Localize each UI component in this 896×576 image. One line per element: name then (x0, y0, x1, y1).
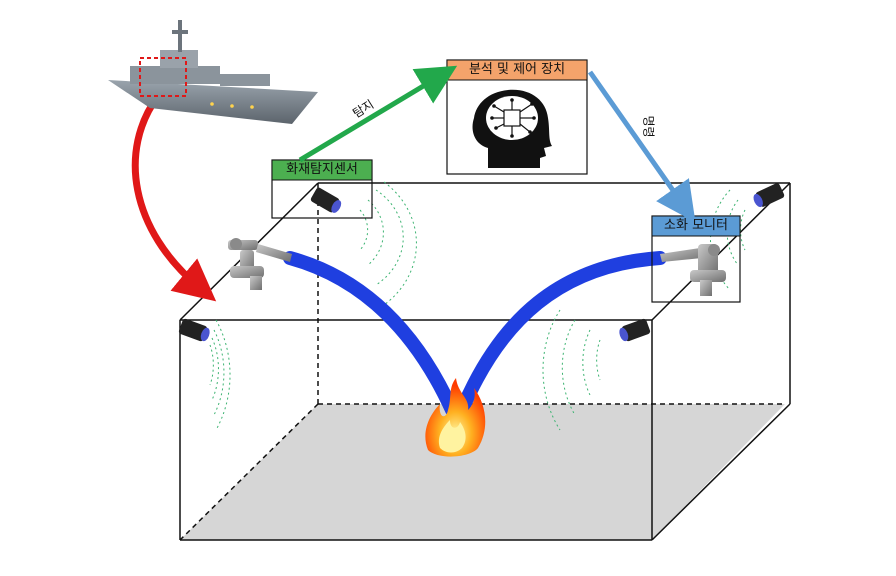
room-floor (180, 404, 785, 540)
controller-label: 분석 및 제어 장치 (468, 62, 566, 77)
water-stream-right (455, 251, 667, 417)
sensor-label-bg (271, 159, 373, 181)
brain-circuit-icon (472, 89, 552, 168)
camera-sensor-icon (178, 183, 785, 342)
ship-image (108, 20, 318, 124)
command-arrow (587, 70, 696, 223)
water-stream-left (283, 251, 459, 417)
sensor-label: 화재탐지센서 (286, 162, 358, 177)
command-arrow-label: 명령 (641, 115, 656, 138)
water-monitor-nozzle-icon (228, 238, 292, 290)
detect-arrow (298, 65, 458, 163)
monitor-label: 소화 모니터 (664, 218, 728, 233)
fire-icon (425, 378, 486, 457)
water-monitor-nozzle-icon-right (660, 244, 726, 296)
room-hidden-edges (179, 183, 785, 541)
ship-to-room-arrow (131, 93, 217, 302)
